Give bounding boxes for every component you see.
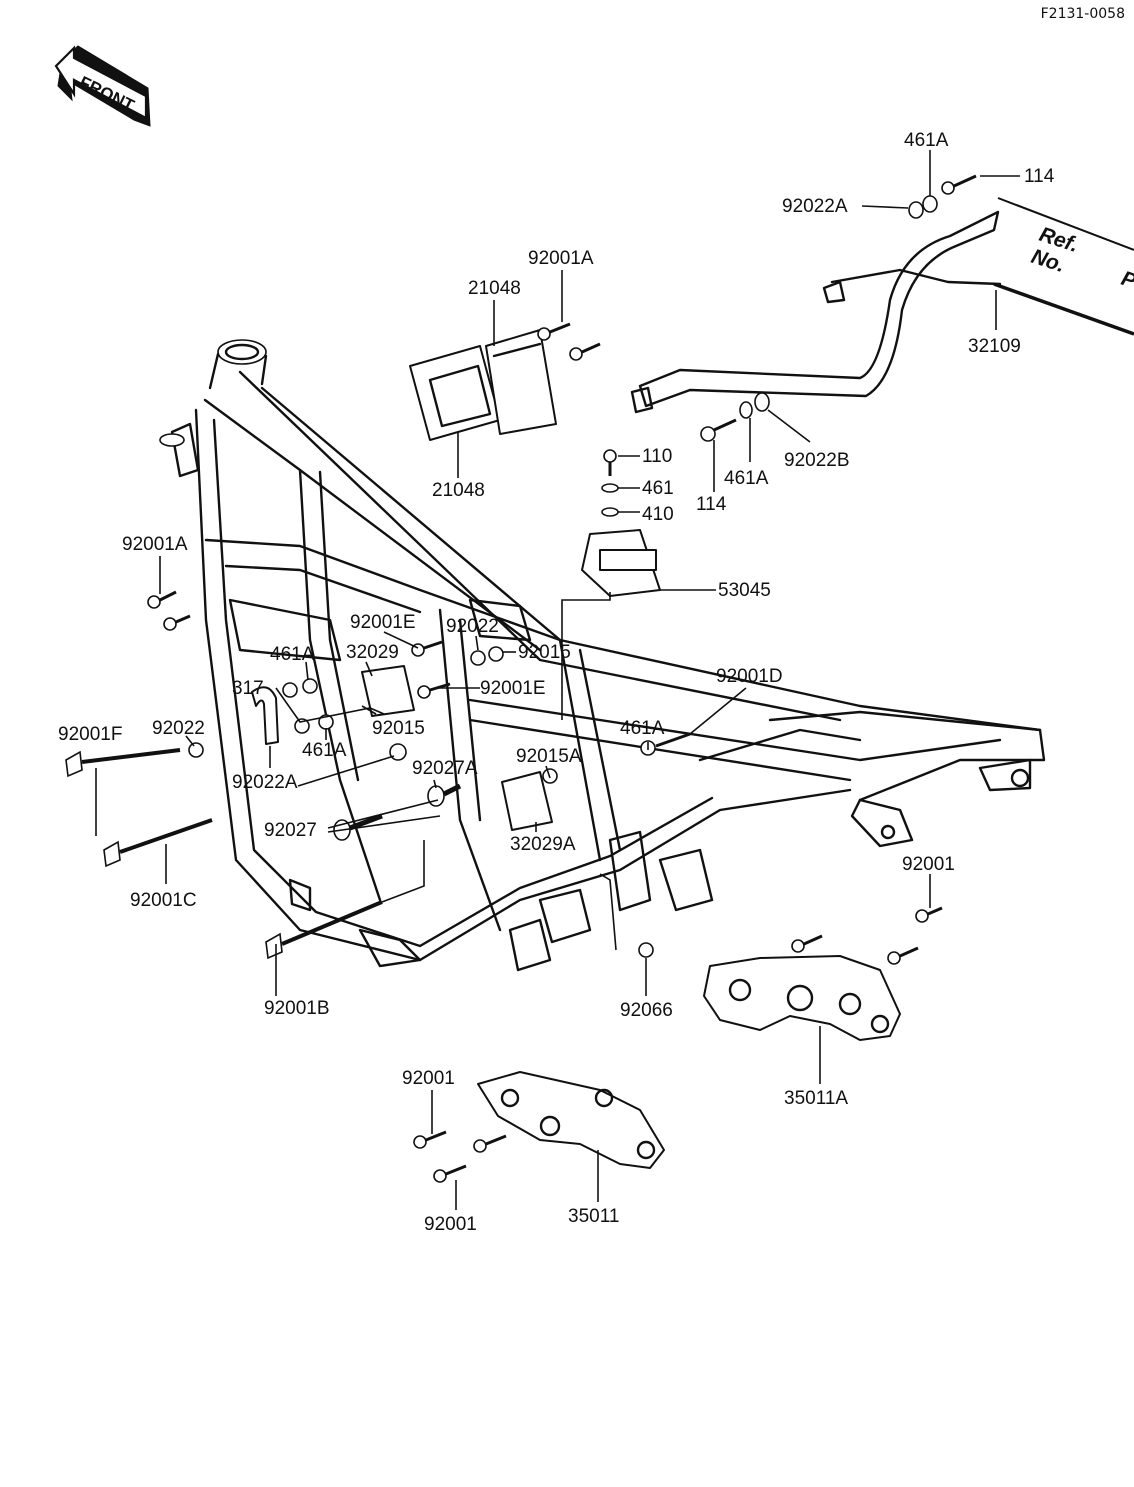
callout-92015-mid: 92015 (372, 718, 425, 739)
callout-92015-top: 92015 (518, 642, 571, 663)
motorcycle-frame (159, 339, 1046, 972)
callout-92001c: 92001C (130, 890, 197, 911)
callout-461a-right: 461A (620, 718, 665, 739)
callout-92001a-left: 92001A (122, 534, 188, 555)
clamp-317 (251, 686, 279, 745)
callout-92001a-top: 92001A (528, 248, 594, 269)
callout-92001f: 92001F (58, 724, 122, 745)
callout-53045: 53045 (718, 580, 771, 601)
callout-317: 317 (232, 678, 264, 699)
plate-32029a (501, 771, 553, 831)
callout-92001-lower-top: 92001 (402, 1068, 455, 1089)
callout-labels: 461A 114 92022A 32109 92001A 21048 21048… (58, 130, 1055, 1235)
callout-92027a: 92027A (412, 758, 478, 779)
drawing-code: F2131-0058 (1041, 6, 1125, 22)
bracket-21048-a (409, 345, 501, 441)
bolt-92001c (103, 818, 213, 868)
callout-92001-right: 92001 (902, 854, 955, 875)
callout-35011: 35011 (568, 1206, 619, 1227)
callout-461a-top: 461A (904, 130, 949, 151)
fasteners (147, 174, 977, 1183)
callout-92027: 92027 (264, 820, 317, 841)
callout-92066: 92066 (620, 1000, 673, 1021)
ref-note: Ref. No. P (993, 197, 1134, 336)
callout-114-top: 114 (1024, 166, 1055, 187)
callout-92022a-left: 92022A (232, 772, 298, 793)
engine-mount-35011a (703, 955, 901, 1041)
grab-bar (638, 210, 1000, 408)
callout-410: 410 (642, 504, 674, 525)
callout-32029a: 32029A (510, 834, 576, 855)
engine-mount-35011 (477, 1071, 665, 1169)
callout-110: 110 (642, 446, 672, 467)
callout-92001b: 92001B (264, 998, 330, 1019)
callout-35011a: 35011A (784, 1088, 848, 1109)
callout-92001e-mid: 92001E (480, 678, 546, 699)
bolt-92001b (265, 900, 383, 960)
callout-32109: 32109 (968, 336, 1021, 357)
callout-92001-lower-bottom: 92001 (424, 1214, 477, 1235)
callout-92022b: 92022B (784, 450, 850, 471)
callout-461: 461 (642, 478, 674, 499)
callout-92001e-top: 92001E (350, 612, 416, 633)
callout-461a-mid: 461A (724, 468, 769, 489)
plate-32029 (361, 665, 415, 717)
ref-line-3: P (1118, 267, 1134, 294)
callout-92022-mid: 92022 (446, 616, 499, 637)
callout-92022a-top: 92022A (782, 196, 848, 217)
callout-21048-bottom: 21048 (432, 480, 485, 501)
front-arrow-icon: FRONT (54, 45, 151, 127)
bracket-21048-b (485, 329, 557, 435)
leader-lines (95, 150, 1020, 1210)
callout-461a-lower: 461A (302, 740, 347, 761)
callout-92022-left: 92022 (152, 718, 205, 739)
callout-461a-left: 461A (270, 644, 315, 665)
bolt-92001f (65, 748, 181, 778)
callout-92015a: 92015A (516, 746, 582, 767)
callout-21048-top: 21048 (468, 278, 521, 299)
callout-32029: 32029 (346, 642, 399, 663)
callout-114-mid: 114 (696, 494, 727, 515)
callout-92001d: 92001D (716, 666, 783, 687)
